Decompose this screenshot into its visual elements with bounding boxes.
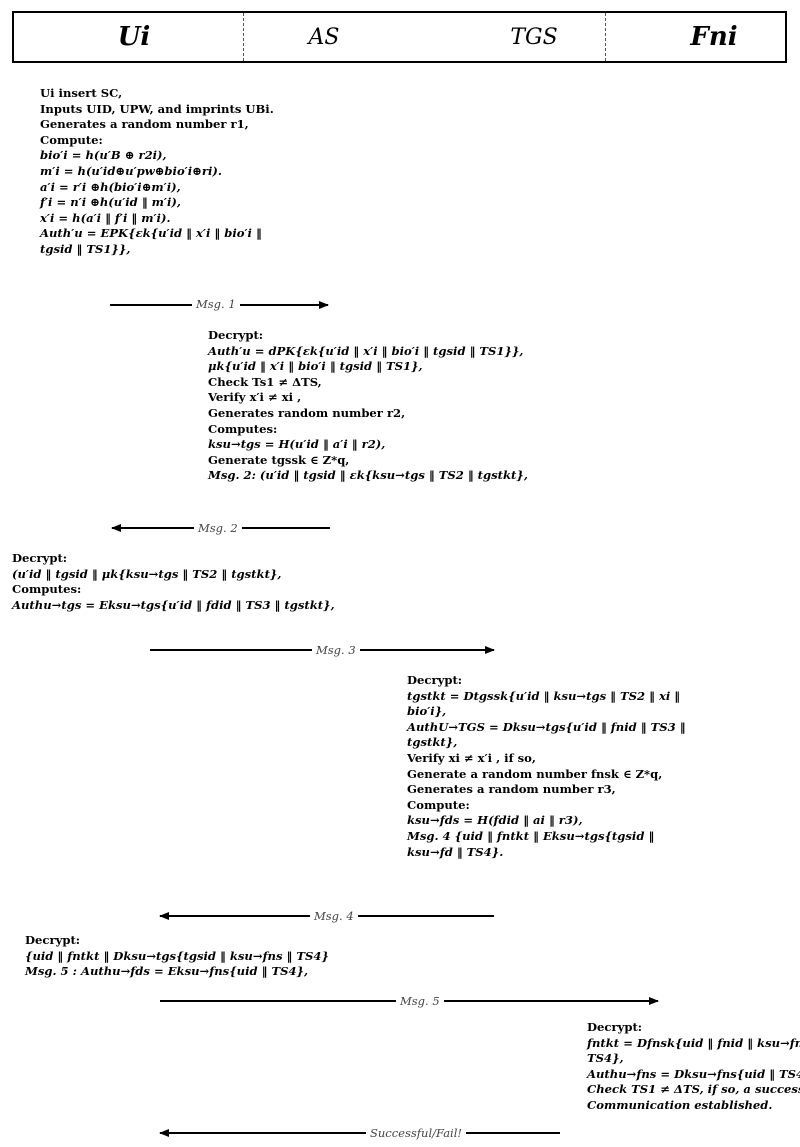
step3-line: Authu→tgs = Eksu→tgs{u′id ‖ fdid ‖ TS3 ‖… <box>12 597 335 612</box>
step2-line: Check Ts1 ≠ ΔTS, <box>208 374 322 389</box>
step6-line: Authu→fns = Dksu→fns{uid ‖ TS4}, <box>587 1066 800 1081</box>
step4-line: Decrypt: <box>407 673 463 687</box>
protocol-header: Ui AS TGS Fni <box>12 11 787 63</box>
step3-line: Decrypt: <box>12 551 68 565</box>
user-decrypt-block: Decrypt: (u′id ‖ tgsid ‖ μk{ksu→tgs ‖ TS… <box>12 551 335 613</box>
step4-line: AuthU→TGS = Dksu→tgs{u′id ‖ fnid ‖ TS3 ‖ <box>407 719 686 734</box>
step3-line: Computes: <box>12 582 82 597</box>
step1-line: a′i = r′i ⊕h(bio′i⊕m′i), <box>40 179 181 194</box>
header-tgs: TGS <box>510 24 558 50</box>
step6-line: Check TS1 ≠ ΔTS, if so, a successful <box>587 1082 800 1097</box>
step2-line: Msg. 2: (u′id ‖ tgsid ‖ εk{ksu→tgs ‖ TS2… <box>208 468 528 483</box>
step6-line: fntkt = Dfnsk{uid ‖ fnid ‖ ksu→fns ‖ <box>587 1035 800 1050</box>
msg2-label: Msg. 2 <box>194 521 242 535</box>
msg1-label: Msg. 1 <box>192 297 240 311</box>
step1-line: Generates a random number r1, <box>40 117 249 132</box>
step2-line: ksu→tgs = H(u′id ‖ a′i ‖ r2), <box>208 437 386 452</box>
msg5-label: Msg. 5 <box>396 994 444 1008</box>
step5-line: {uid ‖ fntkt ‖ Dksu→tgs{tgsid ‖ ksu→fns … <box>25 948 329 963</box>
step5-line: Msg. 5 : Authu→fds = Eksu→fns{uid ‖ TS4}… <box>25 964 309 979</box>
msg4-label: Msg. 4 <box>310 909 358 923</box>
step3-line: (u′id ‖ tgsid ‖ μk{ksu→tgs ‖ TS2 ‖ tgstk… <box>12 566 282 581</box>
step6-line: TS4}, <box>587 1051 624 1066</box>
step2-line: Computes: <box>208 421 278 436</box>
step4-line: bio′i}, <box>407 704 447 719</box>
step1-line: m′i = h(u′id⊕u′pw⊕bio′i⊕ri). <box>40 163 222 178</box>
step4-line: tgstkt}, <box>407 735 458 750</box>
header-fn: Fni <box>690 22 738 52</box>
step1-line: x′i = h(a′i ‖ f′i ‖ m′i). <box>40 210 171 225</box>
header-separator-2 <box>605 13 606 61</box>
step2-line: Decrypt: <box>208 328 264 342</box>
step2-line: Generate tgssk ∈ Z*q, <box>208 452 350 467</box>
user-registration-block: Ui insert SC, Inputs UID, UPW, and impri… <box>40 86 274 258</box>
step4-line: Msg. 4 {uid ‖ fntkt ‖ Eksu→tgs{tgsid ‖ <box>407 828 655 843</box>
step1-line: Inputs UID, UPW, and imprints UBi. <box>40 101 274 116</box>
step4-line: Verify xi ≠ x′i , if so, <box>407 750 536 765</box>
step6-line: Decrypt: <box>587 1020 643 1034</box>
step4-line: tgstkt = Dtgssk{u′id ‖ ksu→tgs ‖ TS2 ‖ x… <box>407 688 681 703</box>
as-processing-block: Decrypt: Auth′u = dPK{εk{u′id ‖ x′i ‖ bi… <box>208 328 528 484</box>
step1-line: bio′i = h(u′B ⊕ r2i), <box>40 148 167 163</box>
step1-line: Auth′u = EPK{εk{u′id ‖ x′i ‖ bio′i ‖ <box>40 226 262 241</box>
step4-line: ksu→fds = H(fdid ‖ ai ‖ r3), <box>407 813 583 828</box>
fn-verify-block: Decrypt: fntkt = Dfnsk{uid ‖ fnid ‖ ksu→… <box>587 1020 800 1114</box>
step1-line: Ui insert SC, <box>40 86 123 100</box>
header-separator-1 <box>243 13 244 61</box>
step1-line: f′i = n′i ⊕h(u′id ‖ m′i), <box>40 195 181 210</box>
header-as: AS <box>308 24 340 50</box>
step2-line: Generates random number r2, <box>208 405 406 420</box>
step5-line: Decrypt: <box>25 933 81 947</box>
step4-line: Compute: <box>407 797 470 812</box>
step4-line: ksu→fd ‖ TS4}. <box>407 844 504 859</box>
step2-line: Auth′u = dPK{εk{u′id ‖ x′i ‖ bio′i ‖ tgs… <box>208 343 524 358</box>
tgs-processing-block: Decrypt: tgstkt = Dtgssk{u′id ‖ ksu→tgs … <box>407 673 686 860</box>
msg3-label: Msg. 3 <box>312 643 360 657</box>
step2-line: μk{u′id ‖ x′i ‖ bio′i ‖ tgsid ‖ TS1}, <box>208 359 423 374</box>
final-label: Successful/Fail! <box>366 1126 467 1140</box>
user-ticket-block: Decrypt: {uid ‖ fntkt ‖ Dksu→tgs{tgsid ‖… <box>25 933 329 980</box>
step4-line: Generates a random number r3, <box>407 782 616 797</box>
header-ui: Ui <box>117 22 151 52</box>
step4-line: Generate a random number fnsk ∈ Z*q, <box>407 766 663 781</box>
step2-line: Verify x′i ≠ xi , <box>208 390 302 405</box>
step1-line: tgsid ‖ TS1}}, <box>40 241 131 256</box>
step1-line: Compute: <box>40 132 103 147</box>
step6-line: Communication established. <box>587 1097 773 1112</box>
